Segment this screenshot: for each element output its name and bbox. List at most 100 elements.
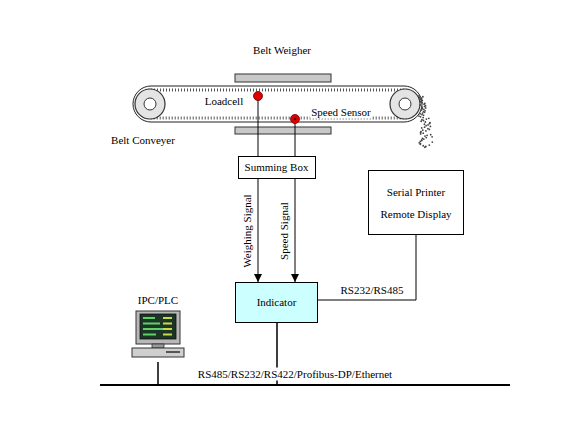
computer-base [132,348,184,357]
material-dot [431,136,433,138]
material-dot [424,126,426,128]
material-dot [425,130,427,132]
material-dot [419,104,421,106]
material-dot [421,102,423,104]
computer-icon [130,310,186,358]
screen-bar [143,323,160,325]
weigher-frame [235,74,331,82]
material-dot [424,103,426,105]
material-dot [422,145,424,147]
part-label: Belt Conveyer [110,134,176,147]
material-dot [419,100,421,102]
material-dot [424,111,426,113]
material-dot [429,126,431,128]
signal-wire [258,99,259,158]
pulley-hub [399,98,411,110]
material-dot [420,143,422,145]
loadcell-dot [254,92,263,101]
edge-label: Weighing Signal [241,192,254,269]
part-label: Loadcell [204,95,244,108]
material-dot [418,97,420,99]
drive-slot [166,351,180,353]
node-text: IPC/PLC [138,294,178,307]
material-dot [430,134,432,136]
material-dot [427,124,429,126]
material-dot [423,114,425,116]
material-dot [423,103,425,105]
material-dot [425,146,427,148]
material-dot [424,121,426,123]
material-dot [418,115,420,117]
ipc-plc-computer: IPC/PLC [124,290,192,362]
part-label: Speed Sensor [310,106,372,119]
conveyor-belt [133,86,422,122]
material-dot [421,127,423,129]
screen-bar [163,334,172,336]
connector [258,179,259,282]
material-dot [419,113,421,115]
material-dot [424,146,426,148]
material-dot [423,120,425,122]
material-dot [424,135,426,137]
node-text: Indicator [257,296,297,309]
edge-label: RS485/RS232/RS422/Profibus-DP/Ethernet [196,368,394,381]
signal-wire [295,122,296,158]
material-dot [422,132,424,134]
screen-bar [163,328,172,330]
material-dot [423,108,425,110]
edge-label: Speed Signal [278,200,291,262]
material-dot [419,143,421,145]
falling-material [418,95,433,148]
screen-bar [143,317,155,319]
screen-bar [143,328,165,330]
material-dot [424,106,426,108]
material-dot [421,109,423,111]
material-dot [428,144,430,146]
material-dot [421,114,423,116]
weigher-frame [235,127,331,134]
material-dot [422,96,424,98]
material-dot [420,131,422,133]
material-dot [421,100,423,102]
material-dot [425,137,427,139]
material-dot [428,129,430,131]
material-dot [424,123,426,125]
material-dot [421,139,423,141]
material-dot [428,117,430,119]
material-dot [421,97,423,99]
screen-bar [163,323,172,325]
material-dot [420,98,422,100]
connector [295,179,296,282]
pulley-hub [144,98,156,110]
material-dot [431,141,433,143]
screen-bar [143,334,156,336]
part-label: Belt Weigher [252,44,312,57]
material-dot [420,99,422,101]
monitor-stand [152,344,164,348]
material-dot [425,107,427,109]
connector [318,235,416,300]
material-dot [422,129,424,131]
material-dot [419,140,421,142]
material-dot [426,134,428,136]
belt-texture [137,90,418,118]
material-dot [423,111,425,113]
material-dot [423,138,425,140]
screen-bar [163,317,172,319]
printer-display-box: Serial Printer Remote Display [368,170,464,235]
material-dot [420,120,422,122]
speed-sensor-dot [291,115,300,124]
summing-box: Summing Box [238,156,316,179]
indicator-box: Indicator [235,282,318,323]
node-text: Summing Box [245,161,309,174]
pulley [390,89,420,119]
material-dot [429,122,431,124]
speed-sensor-center [294,118,297,121]
monitor-screen [140,314,176,339]
node-text: Serial Printer Remote Display [375,181,457,225]
material-dot [420,133,422,135]
material-dot [425,125,427,127]
material-dot [420,116,422,118]
monitor-case [136,311,180,344]
